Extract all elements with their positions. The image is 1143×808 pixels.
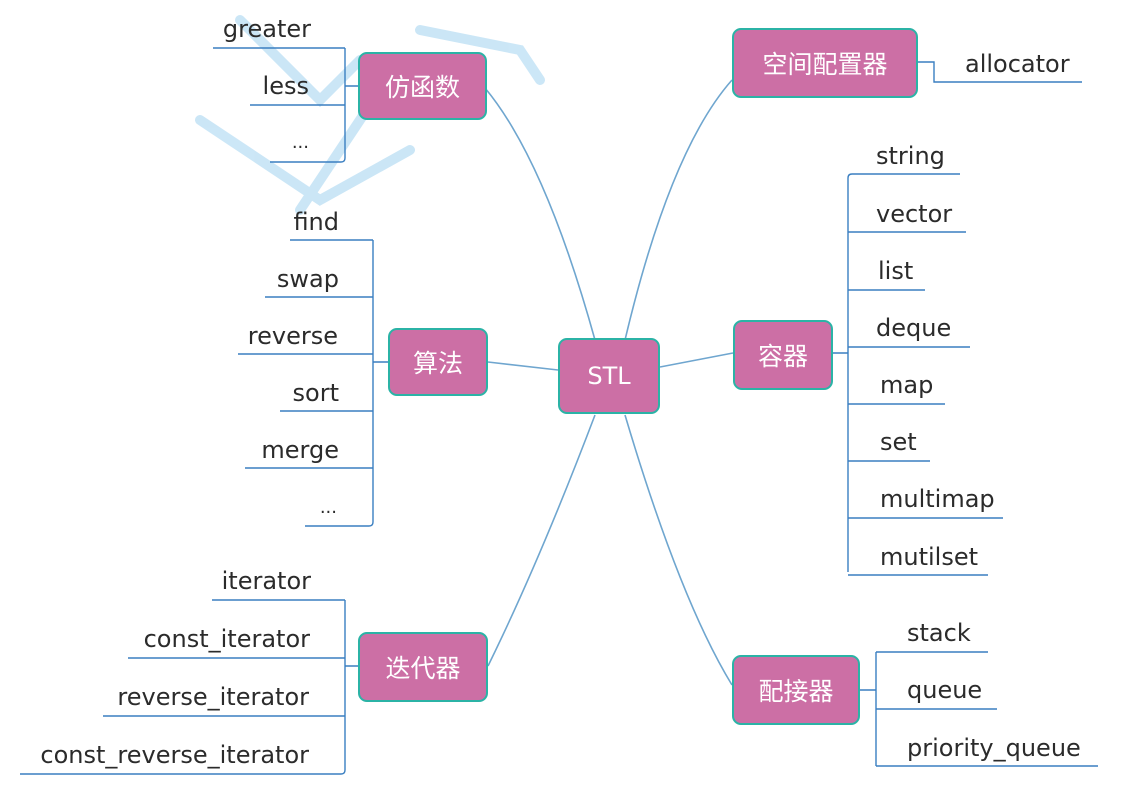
connectors [484,79,734,686]
leaf-adapter-queue[interactable]: queue [907,676,983,704]
leaf-container-deque[interactable]: deque [876,314,952,342]
node-algorithm[interactable]: 算法 [388,328,488,396]
leaf-container-list[interactable]: list [878,257,914,285]
leaf-adapter-stack[interactable]: stack [907,619,971,647]
leaf-container-vector[interactable]: vector [876,200,953,228]
leaf-iterator-const-iterator[interactable]: const_iterator [143,625,310,653]
leaf-iterator-const-reverse-iterator[interactable]: const_reverse_iterator [40,741,309,769]
leaf-algorithm-reverse[interactable]: reverse [247,322,338,350]
container-bracket [833,173,853,572]
leaf-container-set[interactable]: set [880,428,917,456]
watermark-graphic [195,15,545,215]
connector-algorithm [487,361,559,371]
leaf-container-mutilset[interactable]: mutilset [880,543,979,571]
leaf-algorithm-sort[interactable]: sort [292,379,339,407]
adapter-bracket [860,652,877,766]
leaf-lines [20,47,1098,775]
leaf-algorithm-ellipsis[interactable]: ... [319,497,337,518]
leaf-adapter-priority-queue[interactable]: priority_queue [907,734,1081,762]
connector-functor [484,87,596,341]
node-iterator[interactable]: 迭代器 [358,632,488,702]
leaf-functor-greater[interactable]: greater [222,15,311,43]
leaf-functor-ellipsis[interactable]: ... [291,132,309,153]
functor-bracket [340,48,358,163]
leaf-container-multimap[interactable]: multimap [880,485,995,513]
leaf-container-string[interactable]: string [876,142,945,170]
allocator-bracket [918,61,1082,83]
node-allocator[interactable]: 空间配置器 [732,28,918,98]
leaf-allocator-allocator[interactable]: allocator [965,50,1070,78]
node-functor[interactable]: 仿函数 [358,52,487,120]
leaf-iterator-reverse-iterator[interactable]: reverse_iterator [117,683,309,711]
node-container[interactable]: 容器 [733,320,833,390]
algorithm-bracket [368,240,388,527]
node-adapter[interactable]: 配接器 [732,655,860,725]
root-node-stl[interactable]: STL [558,338,660,414]
connector-iterator [487,414,596,667]
leaf-algorithm-swap[interactable]: swap [276,265,339,293]
leaf-algorithm-merge[interactable]: merge [261,436,339,464]
connector-allocator [624,79,733,341]
leaf-iterator-iterator[interactable]: iterator [221,567,311,595]
leaf-functor-less[interactable]: less [262,72,309,100]
leaf-algorithm-find[interactable]: find [293,208,339,236]
leaf-container-map[interactable]: map [880,371,934,399]
connector-adapter [624,414,733,686]
connector-container [659,352,734,368]
iterator-bracket [340,600,358,775]
